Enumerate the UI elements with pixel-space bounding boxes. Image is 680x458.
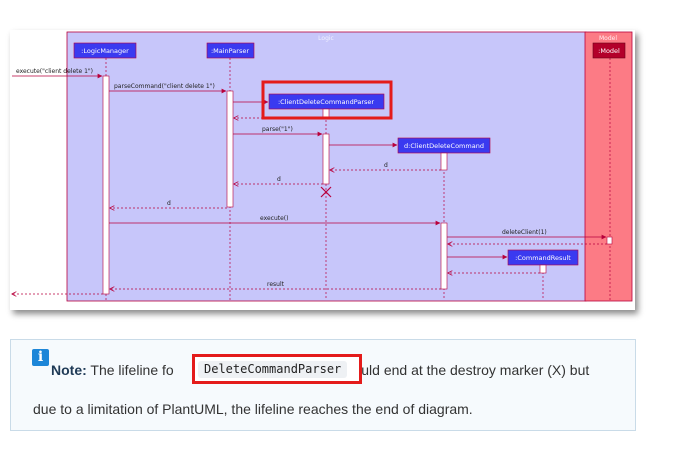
- message-return-d3-label: d: [167, 200, 171, 207]
- message-return-d2-label: d: [277, 176, 281, 183]
- info-icon: i: [32, 349, 49, 366]
- activation-client-delete-command-1: [440, 152, 448, 171]
- activation-main-parser: [226, 90, 234, 208]
- message-delete-client-label: deleteClient(1): [502, 229, 547, 236]
- participant-client-delete-command-label: d:ClientDeleteCommand: [404, 142, 484, 150]
- message-parse-command-label: parseCommand("client delete 1"): [114, 83, 215, 90]
- message-parse-label: parse("1"): [262, 126, 293, 133]
- note-line-2: due to a limitation of PlantUML, the lif…: [33, 401, 473, 417]
- message-return-d1-label: d: [384, 162, 388, 169]
- destroy-marker: [320, 186, 332, 198]
- note-label: Note:: [51, 362, 87, 378]
- participant-logic-manager: [73, 42, 137, 59]
- sequence-diagram: Logic Model :LogicManager :MainParser :M…: [10, 30, 635, 310]
- participant-main-parser-label: :MainParser: [211, 47, 249, 55]
- note-text-after: hould end at the destroy marker (X) but: [345, 362, 590, 378]
- participant-client-delete-command-parser-label: :ClientDeleteCommandParser: [278, 98, 374, 106]
- note-callout: i Note: The lifeline fo hould end at the …: [10, 339, 636, 431]
- activation-logic-manager: [102, 75, 110, 295]
- activation-client-delete-command-2: [440, 222, 448, 290]
- participant-model-label: :Model: [598, 47, 620, 55]
- activation-client-delete-command-parser-2: [322, 133, 330, 185]
- message-execute-call-label: execute("client delete 1"): [16, 68, 93, 75]
- code-highlight: DeleteCommandParser: [192, 354, 362, 384]
- model-box-label: Model: [599, 35, 617, 42]
- activation-model: [606, 236, 613, 245]
- participant-logic-manager-label: :LogicManager: [81, 47, 129, 55]
- activation-command-result: [539, 264, 547, 274]
- parser-highlight: [261, 80, 393, 120]
- participant-main-parser: [206, 42, 255, 59]
- message-result-label: result: [267, 281, 285, 288]
- code-delete-command-parser: DeleteCommandParser: [198, 361, 348, 378]
- activation-client-delete-command-parser-1: [322, 108, 330, 118]
- note-line-1: Note: The lifeline fo hould end at the de…: [51, 362, 589, 378]
- participant-command-result-label: :CommandResult: [515, 254, 571, 262]
- note-text-before: The lifeline fo: [86, 362, 174, 378]
- message-execute-label: execute(): [260, 215, 288, 222]
- sequence-diagram-svg: Logic Model :LogicManager :MainParser :M…: [10, 31, 633, 302]
- logic-box-label: Logic: [318, 35, 334, 42]
- model-box: [584, 31, 633, 302]
- participant-model: [592, 42, 626, 59]
